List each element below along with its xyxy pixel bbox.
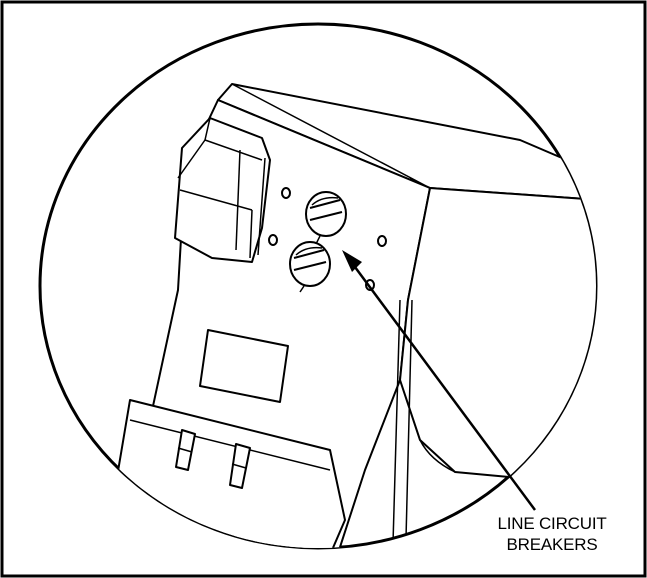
latch [175, 429, 196, 471]
screw-hole [377, 235, 387, 247]
label-plate [199, 329, 289, 403]
rocker-switch-icon [174, 117, 271, 263]
callout-line-2: BREAKERS [506, 535, 598, 554]
callout-line-1: LINE CIRCUIT [497, 514, 607, 533]
screw-hole [281, 187, 291, 199]
callout-label: LINE CIRCUIT BREAKERS [462, 513, 642, 555]
circuit-breaker-icon [289, 241, 331, 293]
screw-hole [268, 234, 278, 246]
latch [229, 443, 251, 489]
circuit-breaker-icon [305, 191, 347, 245]
arrow-icon [342, 250, 537, 511]
